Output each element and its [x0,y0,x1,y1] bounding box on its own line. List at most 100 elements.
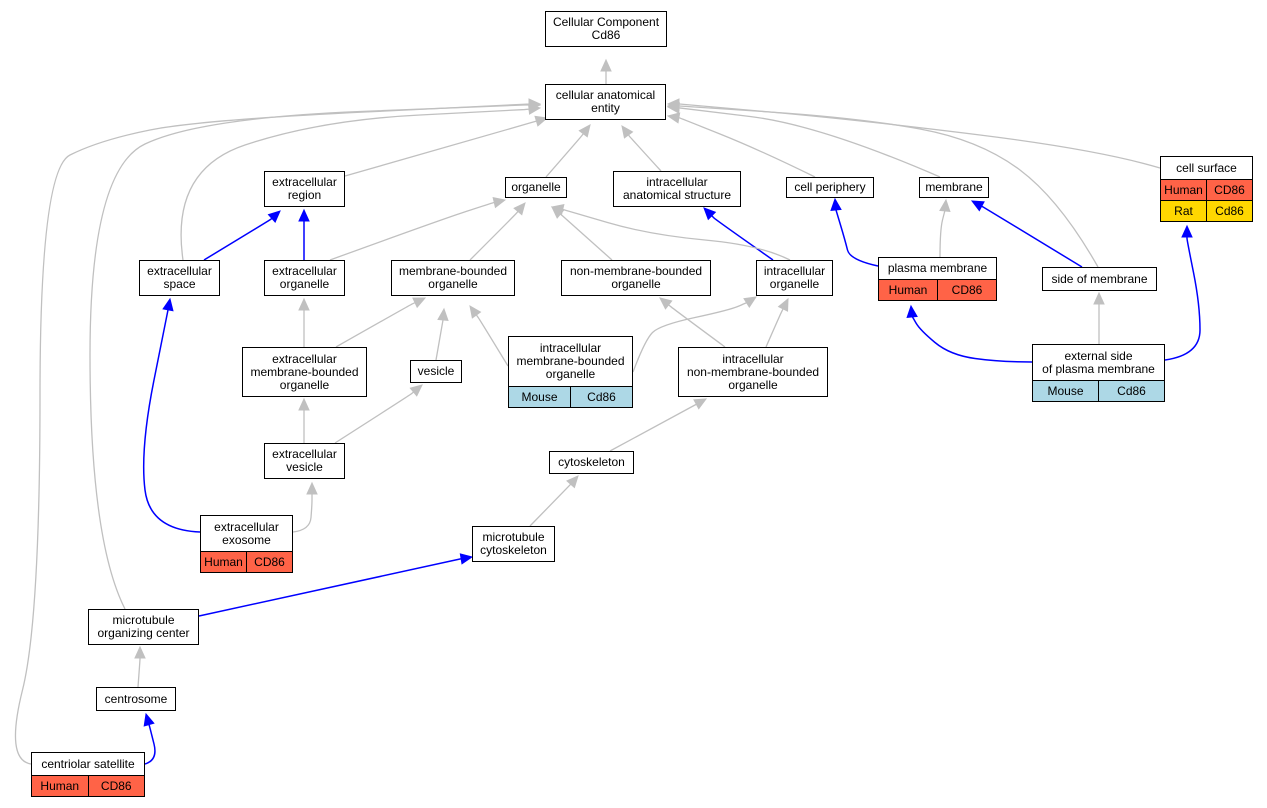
edge-ext_vesicle-to-vesicle-arrowhead [409,384,423,397]
edge-ext_side_pm-to-side_membrane-arrowhead [1093,291,1105,305]
node-centrosome[interactable]: centrosome [96,687,176,711]
node-cc-root[interactable]: Cellular Component Cd86 [545,11,667,47]
edge-ext_mb_organelle-to-mb_organelle-arrowhead [412,297,427,309]
edge-cae-to-cc_root-arrowhead [600,58,612,72]
edge-mt_cytoskeleton-to-cytoskeleton [529,483,572,527]
edge-cell_surface-to-cae [679,103,1161,169]
node-ext-organelle[interactable]: extracellular organelle [264,260,345,296]
node-label: intracellular organelle [763,264,826,291]
edge-ext_region-to-cae-arrowhead [534,115,549,127]
annotation-gene: Cd86 [1098,381,1164,401]
edge-centriolar_sat-to-cae [14,103,531,765]
annotation-gene: CD86 [246,552,292,572]
node-cae[interactable]: cellular anatomical entity [545,84,666,120]
edge-plasma_membrane-to-membrane-arrowhead [939,198,951,213]
edge-cell_periphery-to-cae [678,117,816,178]
edge-ext_side_pm-to-cell_surface [1164,237,1201,361]
edge-ic_organelle-to-ias [711,215,774,261]
node-label: cytoskeleton [558,455,625,469]
edge-ext_mb_organelle-to-mb_organelle [335,302,416,348]
edge-centriolar_sat-to-cae-arrowhead [528,98,542,110]
node-label: extracellular vesicle [272,447,337,474]
node-side-membrane[interactable]: side of membrane [1042,267,1157,291]
node-mtoc[interactable]: microtubule organizing center [88,609,199,645]
edge-exosome-to-ext_space-arrowhead [162,297,174,312]
edge-organelle-to-cae-arrowhead [578,124,591,138]
node-label: microtubule organizing center [97,613,190,640]
node-cell-periphery[interactable]: cell periphery [786,177,874,198]
edge-vesicle-to-mb_organelle [435,319,444,361]
node-mb-organelle[interactable]: membrane-bounded organelle [391,260,515,296]
node-label: microtubule cytoskeleton [480,530,547,557]
edge-centrosome-to-mtoc [137,658,141,688]
edge-ic_mb_organelle-to-ic_organelle [632,301,749,373]
node-label: plasma membrane [887,261,988,275]
node-nmb-organelle[interactable]: non-membrane-bounded organelle [561,260,711,296]
annotation-gene: CD86 [1206,180,1252,200]
node-membrane[interactable]: membrane [919,177,989,198]
node-ext-region[interactable]: extracellular region [264,171,345,207]
edge-membrane-to-cae [678,107,941,178]
edge-ext_space-to-ext_region-arrowhead [267,210,281,223]
node-vesicle[interactable]: vesicle [410,360,462,383]
edge-exosome-to-ext_vesicle [292,494,313,533]
edge-ext_vesicle-to-ext_mb_organelle-arrowhead [298,397,310,411]
node-label: centriolar satellite [41,756,135,771]
node-label: intracellular non-membrane-bounded organ… [686,351,820,392]
node-organelle[interactable]: organelle [505,177,567,198]
node-label: intracellular membrane-bounded organelle [516,341,625,381]
edge-ic_mb_organelle-to-mb_organelle-arrowhead [469,305,482,319]
edge-ext_side_pm-to-plasma_membrane [911,315,1033,363]
edge-plasma_membrane-to-cell_periphery-arrowhead [830,197,842,211]
node-label: external side of plasma membrane [1042,348,1155,376]
node-mt-cytoskeleton[interactable]: microtubule cytoskeleton [472,526,555,562]
node-label: membrane-bounded organelle [398,264,508,291]
annotation-species: Human [1161,180,1206,200]
edge-centriolar_sat-to-centrosome-arrowhead [143,712,155,727]
edge-ic_mb_organelle-to-ic_organelle-arrowhead [743,296,758,308]
edge-mtoc-to-cae [89,104,529,610]
node-label: non-membrane-bounded organelle [569,264,703,291]
node-ext-vesicle[interactable]: extracellular vesicle [264,443,345,479]
annotation-species: Mouse [1033,381,1098,401]
edge-cell_periphery-to-cae-arrowhead [666,112,681,124]
edge-organelle-to-cae [545,133,584,178]
annotation-gene: CD86 [937,280,996,300]
node-label: extracellular space [147,264,212,291]
edge-side_membrane-to-cae-arrowhead [666,100,680,112]
edge-plasma_membrane-to-membrane [939,209,946,258]
node-ic-nmb-organelle[interactable]: intracellular non-membrane-bounded organ… [678,347,828,397]
edge-exosome-to-ext_space [142,309,201,533]
annotation-species: Rat [1161,201,1206,221]
node-label: membrane [925,180,983,194]
node-label: extracellular organelle [272,264,337,291]
node-label: cell periphery [794,180,866,194]
annotation-species: Human [201,552,246,572]
node-ext-space[interactable]: extracellular space [139,260,220,296]
node-ic-organelle[interactable]: intracellular organelle [756,260,833,296]
node-label: centrosome [104,691,168,706]
edge-ias-to-cae [627,134,662,172]
node-label: organelle [511,180,561,194]
edge-ext_side_pm-to-plasma_membrane-arrowhead [906,304,918,319]
edge-mb_organelle-to-organelle [469,211,519,261]
edge-ext_side_pm-to-cell_surface-arrowhead [1181,224,1193,238]
node-ic-mb-organelle[interactable]: intracellular membrane-bounded organelle… [508,336,633,408]
edge-nmb_organelle-to-organelle [559,213,613,261]
node-cytoskeleton[interactable]: cytoskeleton [549,451,634,474]
node-ext-mb-organelle[interactable]: extracellular membrane-bounded organelle [242,347,367,397]
node-label: side of membrane [1051,271,1148,286]
edge-ext_space-to-ext_region [203,217,273,261]
edge-vesicle-to-mb_organelle-arrowhead [437,307,449,321]
node-ias[interactable]: intracellular anatomical structure [613,171,741,207]
edge-side_membrane-to-membrane [981,205,1083,268]
